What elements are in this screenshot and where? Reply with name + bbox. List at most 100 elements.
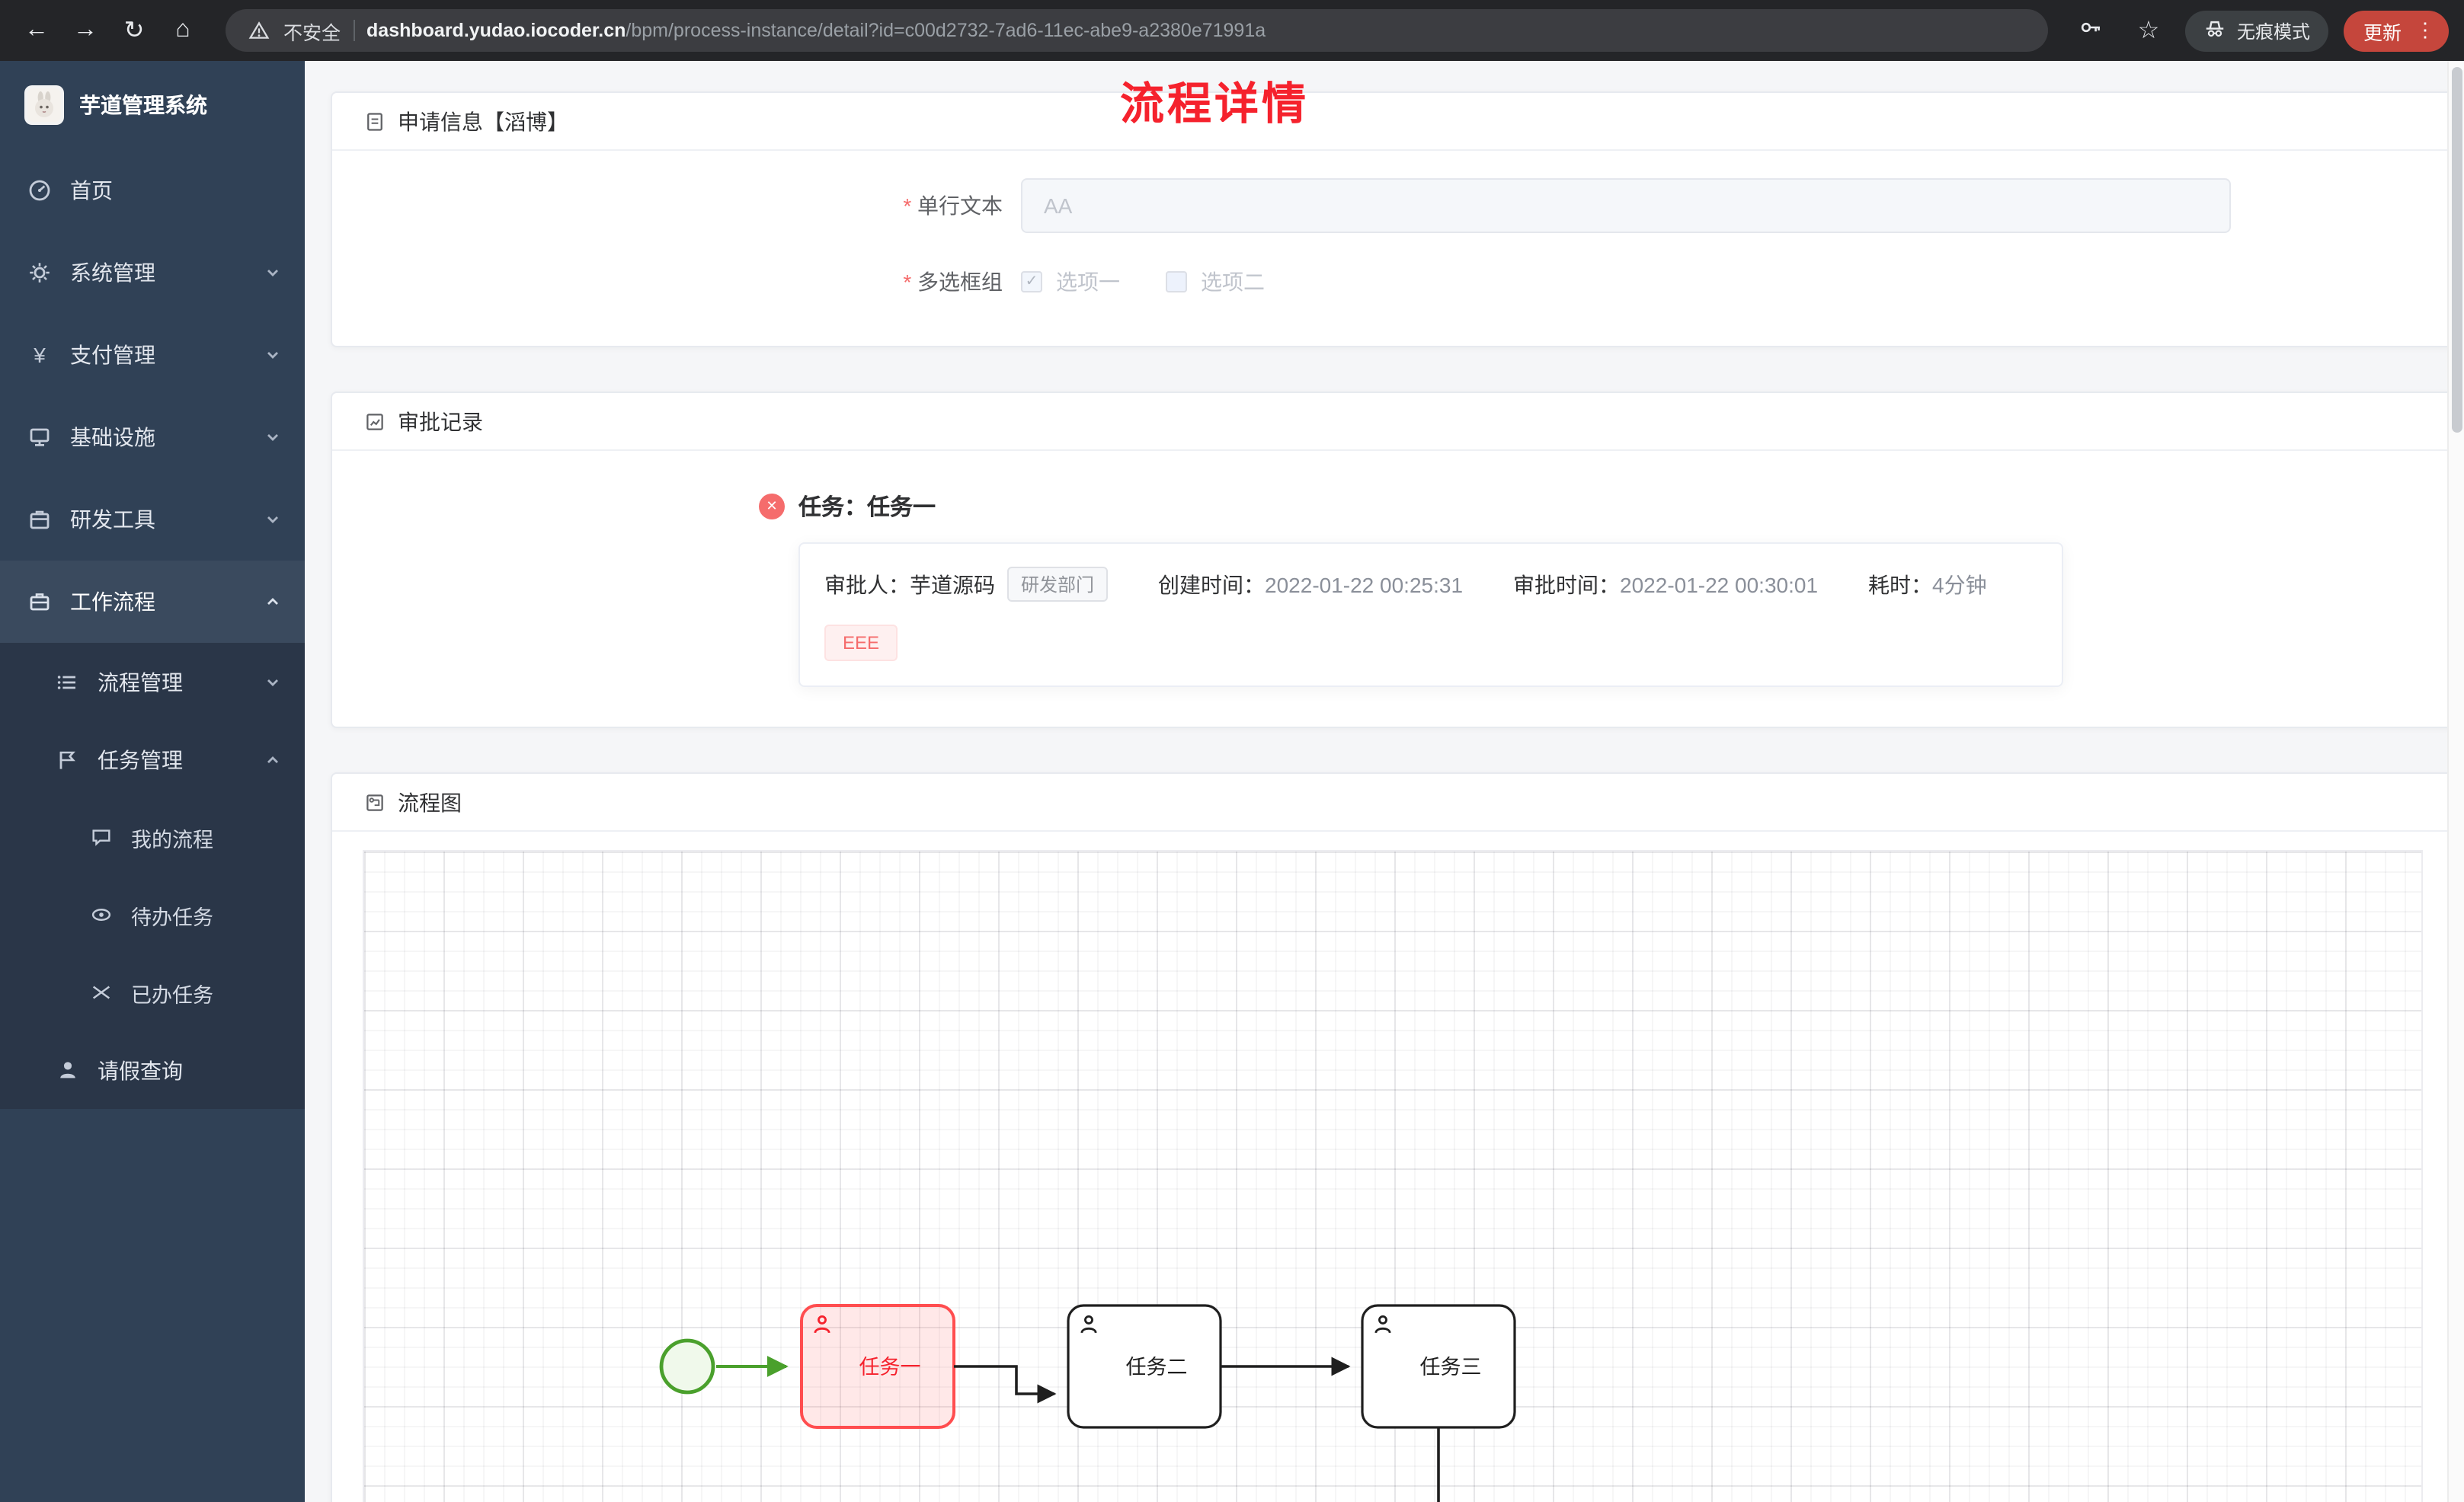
completed-tasks-icon <box>88 980 113 1005</box>
chevron-down-icon <box>265 343 280 367</box>
process-diagram-card-header: 流程图 <box>332 774 2453 832</box>
approved-time-label: 审批时间： <box>1513 572 1621 596</box>
back-icon: ← <box>24 17 49 43</box>
scrollbar-thumb[interactable] <box>2452 67 2462 433</box>
browser-toolbar: ← → ↻ ⌂ 不安全 dashboard.yudao.iocoder.cn/b… <box>0 0 2464 61</box>
dashboard-icon <box>27 178 52 203</box>
chevron-down-icon <box>265 670 280 694</box>
approval-detail-box: 审批人： 芋道源码 研发部门 创建时间： 2022-01-22 00:25:31… <box>798 542 2063 687</box>
forward-button[interactable]: → <box>64 9 107 52</box>
workflow-submenu: 流程管理 任务管理 我的流程 <box>0 643 305 1109</box>
url-path: /bpm/process-instance/detail?id=c00d2732… <box>626 20 1266 41</box>
sidebar-item-my-processes[interactable]: 我的流程 <box>0 798 305 876</box>
toolbar-right: ☆ 无痕模式 更新 ⋮ <box>2069 9 2449 52</box>
sidebar-item-label: 已办任务 <box>131 983 213 1006</box>
address-bar[interactable]: 不安全 dashboard.yudao.iocoder.cn/bpm/proce… <box>226 9 2048 52</box>
approved-time-value: 2022-01-22 00:30:01 <box>1620 572 1819 596</box>
address-divider <box>353 20 355 41</box>
url-domain: dashboard.yudao.iocoder.cn <box>366 20 626 41</box>
app-title: 芋道管理系统 <box>79 93 207 117</box>
menu-dots-icon[interactable]: ⋮ <box>2415 18 2435 41</box>
sidebar-item-done-tasks[interactable]: 已办任务 <box>0 954 305 1031</box>
reload-icon: ↻ <box>123 18 145 44</box>
forward-icon: → <box>73 17 98 43</box>
field-label: 多选框组 <box>332 267 1021 297</box>
eye-icon <box>88 903 113 927</box>
bpmn-start-event[interactable] <box>659 1338 715 1395</box>
browser-update-button[interactable]: 更新 ⋮ <box>2343 10 2449 51</box>
app-frame: 芋道管理系统 首页 系统管理 ¥ <box>0 61 2464 1502</box>
bpmn-task-label: 任务三 <box>1420 1356 1482 1379</box>
sidebar-item-label: 系统管理 <box>70 260 155 285</box>
sidebar-item-label: 工作流程 <box>70 590 155 614</box>
security-label: 不安全 <box>283 22 341 43</box>
diagram-body: 任务一 任务二 <box>332 832 2453 1502</box>
duration-value: 4分钟 <box>1932 572 1987 596</box>
bpmn-task-label: 任务一 <box>859 1356 921 1379</box>
checkbox-checked-icon: ✓ <box>1021 271 1042 292</box>
created-time-label: 创建时间： <box>1158 572 1266 596</box>
sidebar-item-label: 我的流程 <box>131 828 213 851</box>
sidebar-item-leave-query[interactable]: 请假查询 <box>0 1031 305 1109</box>
sidebar-item-todo-tasks[interactable]: 待办任务 <box>0 876 305 954</box>
sidebar-item-process-management[interactable]: 流程管理 <box>0 643 305 721</box>
sidebar-item-system[interactable]: 系统管理 <box>0 232 305 314</box>
sidebar-item-home[interactable]: 首页 <box>0 149 305 232</box>
gear-icon <box>27 260 52 285</box>
sidebar-item-label: 首页 <box>70 178 113 203</box>
list-icon <box>55 670 79 694</box>
single-line-text-input <box>1021 178 2231 233</box>
checkbox-label: 选项二 <box>1201 270 1265 294</box>
key-icon <box>2078 14 2103 46</box>
checkbox-group: ✓ 选项一 选项二 <box>1021 267 1310 297</box>
home-icon: ⌂ <box>175 17 190 43</box>
apply-info-card: 申请信息【滔博】 单行文本 多选框组 ✓ 选项一 <box>331 91 2455 347</box>
form-row-checkbox-group: 多选框组 ✓ 选项一 选项二 <box>332 267 2453 297</box>
card-title: 申请信息【滔博】 <box>398 109 568 133</box>
bpmn-task-label: 任务二 <box>1126 1356 1188 1379</box>
sidebar-item-label: 支付管理 <box>70 343 155 367</box>
sidebar-item-task-management[interactable]: 任务管理 <box>0 721 305 798</box>
sidebar-item-devtools[interactable]: 研发工具 <box>0 478 305 561</box>
approver-label: 审批人： <box>824 572 910 596</box>
yen-icon: ¥ <box>34 343 46 367</box>
app-logo[interactable]: 芋道管理系统 <box>0 61 305 149</box>
field-label: 单行文本 <box>332 190 1021 221</box>
password-key-button[interactable] <box>2069 9 2112 52</box>
sidebar: 芋道管理系统 首页 系统管理 ¥ <box>0 61 305 1502</box>
apply-form: 单行文本 多选框组 ✓ 选项一 选项二 <box>332 151 2453 346</box>
task-title: 任务：任务一 <box>798 495 936 521</box>
sidebar-item-payment[interactable]: ¥ 支付管理 <box>0 314 305 396</box>
bpmn-task-2[interactable]: 任务二 <box>1067 1304 1222 1429</box>
checkbox-unchecked-icon <box>1166 271 1187 292</box>
chevron-up-icon <box>265 590 280 614</box>
sidebar-item-workflow[interactable]: 工作流程 <box>0 561 305 643</box>
bpmn-task-1[interactable]: 任务一 <box>800 1304 955 1429</box>
bookmark-star-button[interactable]: ☆ <box>2127 9 2170 52</box>
page-scrollbar[interactable] <box>2447 61 2464 1502</box>
logo-avatar <box>24 85 64 125</box>
reload-button[interactable]: ↻ <box>113 9 155 52</box>
apply-info-card-header: 申请信息【滔博】 <box>332 93 2453 151</box>
approver-name: 芋道源码 <box>910 572 995 596</box>
checkbox-option-2: 选项二 <box>1166 267 1265 297</box>
sidebar-menu: 首页 系统管理 ¥ 支付管理 <box>0 149 305 1109</box>
chevron-down-icon <box>265 425 280 449</box>
home-button[interactable]: ⌂ <box>162 9 204 52</box>
toolbox-icon <box>27 507 52 532</box>
bpmn-task-3[interactable]: 任务三 <box>1361 1304 1516 1429</box>
page-title: 流程详情 <box>1120 81 1310 129</box>
bpmn-canvas[interactable]: 任务一 任务二 <box>363 850 2423 1502</box>
back-button[interactable]: ← <box>15 9 58 52</box>
bpmn-edge-task1-task2 <box>954 1365 1057 1404</box>
sidebar-item-label: 任务管理 <box>98 747 183 772</box>
card-title: 流程图 <box>398 790 462 814</box>
incognito-label: 无痕模式 <box>2236 21 2310 42</box>
created-time-segment: 创建时间： 2022-01-22 00:25:31 <box>1158 569 1463 599</box>
sidebar-item-infrastructure[interactable]: 基础设施 <box>0 396 305 478</box>
checkbox-option-1: ✓ 选项一 <box>1021 267 1120 297</box>
chevron-down-icon <box>265 260 280 285</box>
document-icon <box>363 109 387 133</box>
url-text: dashboard.yudao.iocoder.cn/bpm/process-i… <box>366 20 1266 41</box>
